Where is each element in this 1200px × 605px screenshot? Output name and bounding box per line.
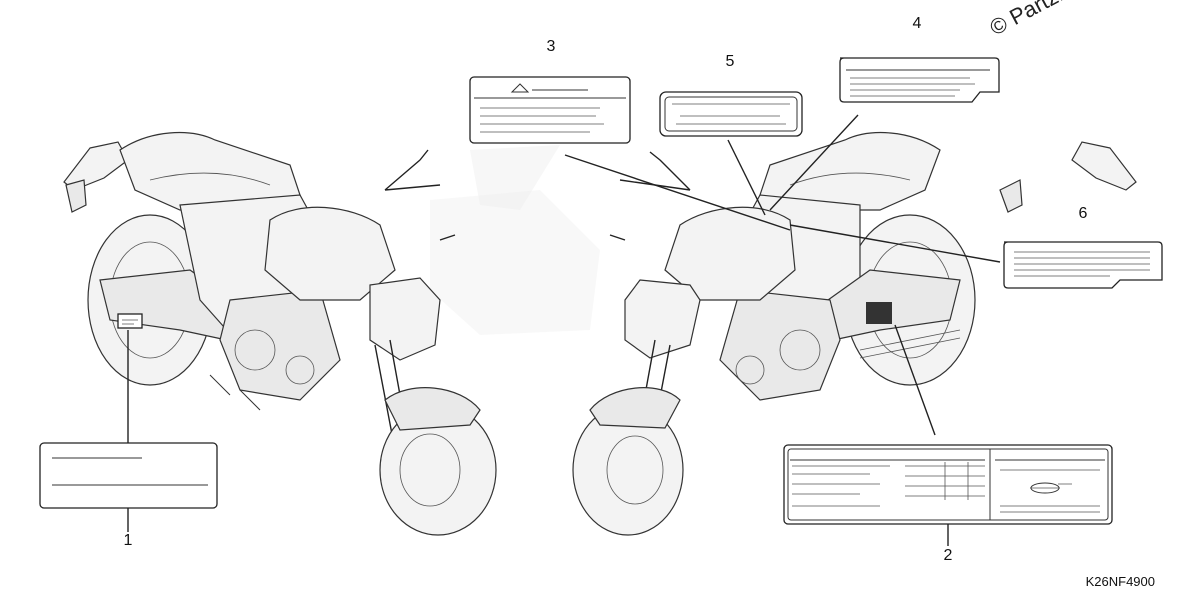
callout-3: 3 bbox=[547, 38, 556, 55]
label-3-card bbox=[469, 76, 631, 144]
motorcycle-left-view bbox=[63, 132, 497, 536]
diagram-code: K26NF4900 bbox=[1086, 574, 1155, 589]
label-1-location bbox=[117, 313, 143, 329]
callout-6: 6 bbox=[1079, 205, 1088, 222]
callout-1: 1 bbox=[124, 532, 133, 549]
leader-lines bbox=[127, 114, 1001, 546]
label-2-card bbox=[783, 444, 1113, 525]
label-6-card bbox=[1003, 241, 1163, 289]
label-5-card bbox=[659, 91, 803, 137]
watermark bbox=[430, 145, 600, 335]
label-1-card bbox=[39, 442, 218, 509]
label-2-location bbox=[866, 302, 892, 324]
copyright-watermark: © Partzilla bbox=[986, 0, 1087, 40]
motorcycle-right-view bbox=[572, 132, 1137, 536]
label-4-card bbox=[839, 57, 1000, 103]
callout-4: 4 bbox=[913, 15, 922, 32]
callout-5: 5 bbox=[726, 53, 735, 70]
callout-2: 2 bbox=[944, 547, 953, 564]
